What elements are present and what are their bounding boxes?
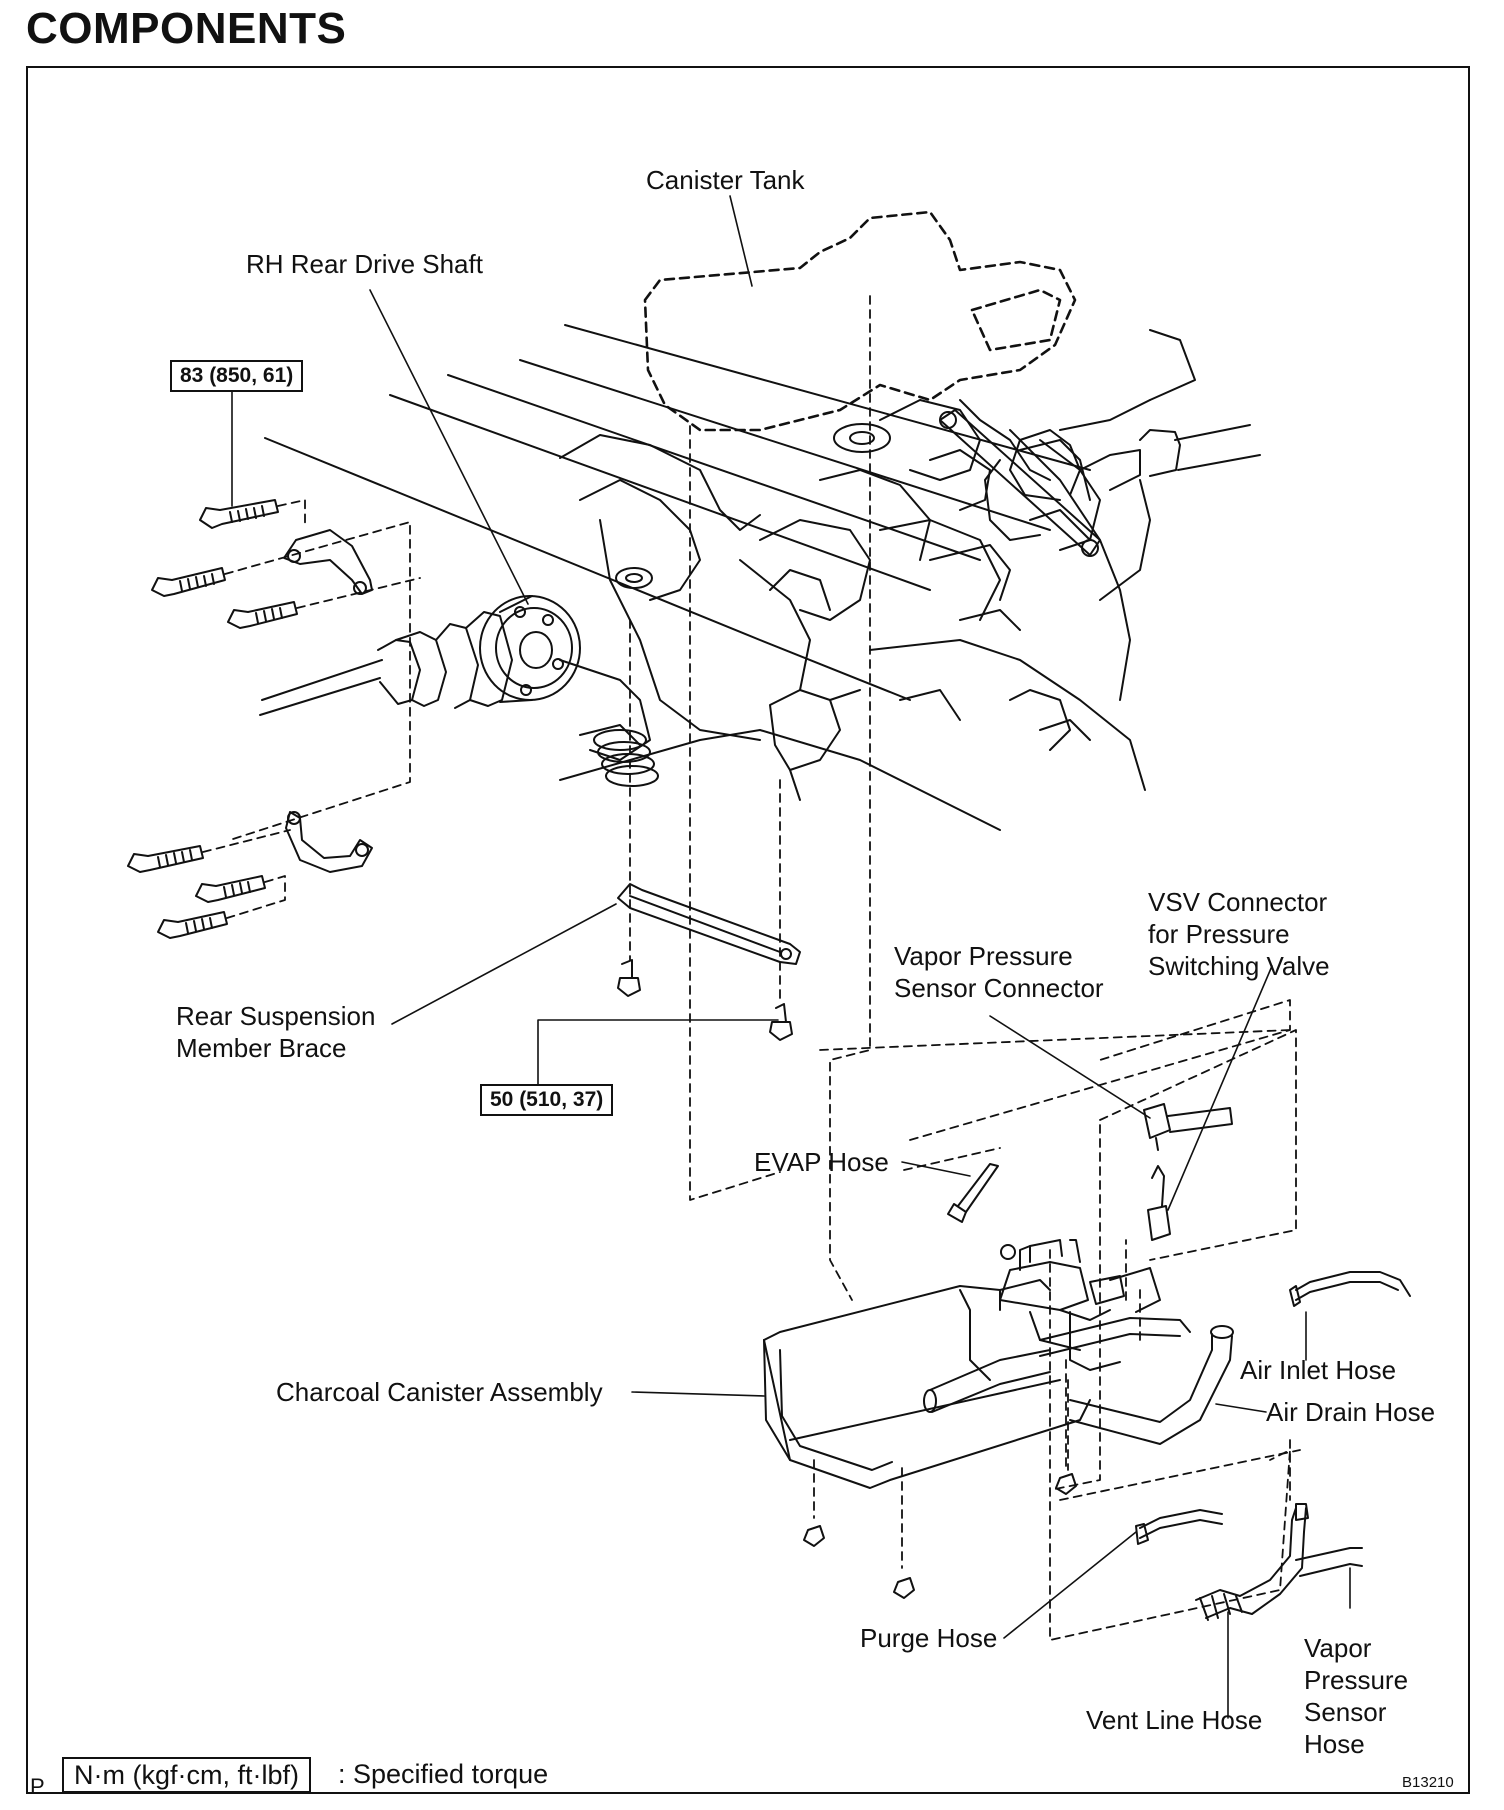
label-rear-suspension-member-brace: Rear Suspension Member Brace	[176, 1001, 376, 1063]
canister-tubes	[923, 1317, 1234, 1445]
vsv-connector	[1147, 1165, 1171, 1241]
brace-bolts	[617, 959, 793, 1041]
canister-tank-outline	[643, 210, 1077, 432]
member-lower-bracket	[769, 689, 861, 801]
rear-suspension-member-brace	[617, 883, 801, 965]
assembly-guide-lines	[202, 295, 1301, 1641]
stabilizer-link	[929, 409, 1261, 601]
corner-mark: P	[30, 1774, 45, 1799]
label-vapor-pressure-sensor-hose: Vapor Pressure Sensor Hose	[1304, 1633, 1409, 1759]
retainer-plate-lower	[285, 811, 373, 873]
drive-shaft-bolts-upper	[151, 499, 298, 629]
label-canister-tank: Canister Tank	[646, 165, 805, 195]
vapor-pressure-sensor-connector	[1143, 1103, 1233, 1151]
coil-spring	[593, 423, 891, 787]
leader-lines	[231, 195, 1351, 1719]
torque-box-brace: 50 (510, 37)	[480, 1084, 614, 1116]
air-inlet-hose	[1289, 1271, 1411, 1307]
label-vent-line-hose: Vent Line Hose	[1086, 1705, 1263, 1735]
figure-code: B13210	[1402, 1774, 1454, 1791]
purge-hose	[1135, 1509, 1223, 1545]
page-title: COMPONENTS	[26, 4, 347, 53]
torque-box-drive-shaft: 83 (850, 61)	[170, 360, 304, 392]
label-air-inlet-hose: Air Inlet Hose	[1240, 1355, 1397, 1385]
canister-nuts	[803, 1473, 1077, 1599]
pressure-switching-valve	[999, 1239, 1161, 1371]
label-evap-hose: EVAP Hose	[754, 1147, 889, 1177]
diagram-frame	[26, 66, 1470, 1794]
label-purge-hose: Purge Hose	[860, 1623, 998, 1653]
drive-shaft-bolts-lower	[127, 845, 266, 939]
suspension-member-structure	[264, 324, 1196, 831]
label-air-drain-hose: Air Drain Hose	[1266, 1397, 1436, 1427]
label-vsv-connector: VSV Connector for Pressure Switching Val…	[1148, 887, 1330, 981]
label-vapor-pressure-sensor-connector: Vapor Pressure Sensor Connector	[894, 941, 1104, 1003]
torque-legend-text: : Specified torque	[338, 1759, 549, 1789]
vent-line-hose	[1195, 1503, 1363, 1621]
evap-hose	[947, 1163, 999, 1223]
rh-rear-drive-shaft	[259, 595, 581, 716]
label-charcoal-canister-assembly: Charcoal Canister Assembly	[276, 1377, 603, 1407]
charcoal-canister	[763, 1279, 1091, 1489]
retainer-plate-upper	[283, 529, 373, 595]
torque-legend-box: N·m (kgf·cm, ft·lbf)	[62, 1757, 311, 1793]
label-rh-rear-drive-shaft: RH Rear Drive Shaft	[246, 249, 483, 279]
